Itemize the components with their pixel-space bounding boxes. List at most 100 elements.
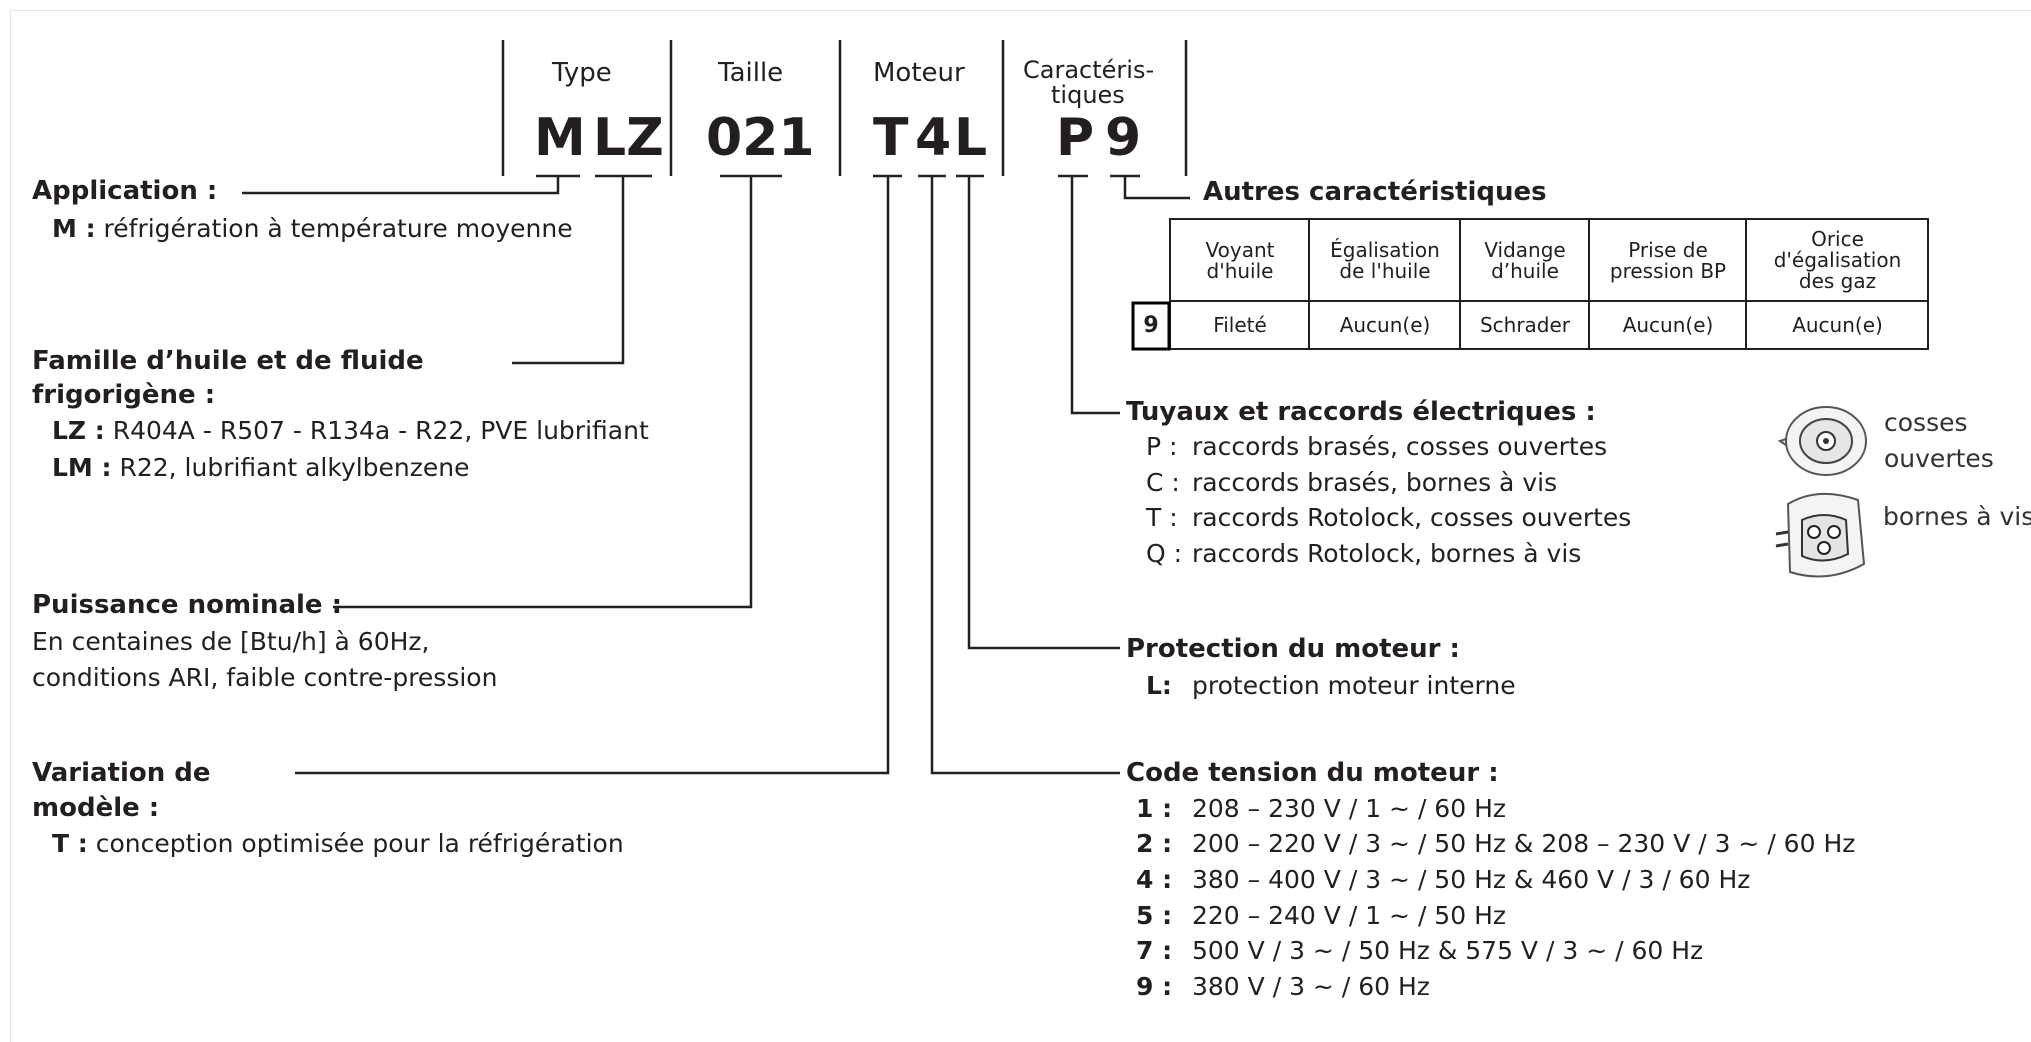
tuyaux-title: Tuyaux et raccords électriques : xyxy=(1126,397,1596,427)
tuyaux-item-p: P : raccords brasés, cosses ouvertes xyxy=(1146,434,1607,459)
table-header-prise-2: pression BP xyxy=(1609,258,1727,283)
code-p: P xyxy=(1056,108,1095,168)
tension-text-7: 500 V / 3 ~ / 50 Hz & 575 V / 3 ~ / 60 H… xyxy=(1192,936,1704,965)
famille-lm-key: LM : xyxy=(52,453,112,482)
table-header-voyant-2: d'huile xyxy=(1206,258,1274,283)
application-m-key: M : xyxy=(52,214,96,243)
table-header-vidange-1: Vidange xyxy=(1484,237,1566,262)
tuyaux-text-q: raccords Rotolock, bornes à vis xyxy=(1192,539,1582,568)
leader-autres xyxy=(1123,176,1190,200)
tuyaux-item-c: C : raccords brasés, bornes à vis xyxy=(1146,470,1557,495)
tuyaux-item-q: Q : raccords Rotolock, bornes à vis xyxy=(1146,541,1581,566)
table-cell-voyant: Fileté xyxy=(1213,313,1267,337)
code-t: T xyxy=(873,108,909,168)
bornes-a-vis-icon xyxy=(1775,492,1866,578)
bornes-label: bornes à vis xyxy=(1883,502,2031,531)
protection-title: Protection du moteur : xyxy=(1126,634,1460,664)
famille-lm-line: LM : R22, lubrifiant alkylbenzene xyxy=(52,455,470,480)
tension-text-4: 380 – 400 V / 3 ~ / 50 Hz & 460 V / 3 / … xyxy=(1192,865,1751,894)
table-header-egalisation-1: Égalisation xyxy=(1330,237,1440,262)
tension-text-5: 220 – 240 V / 1 ~ / 50 Hz xyxy=(1192,901,1506,930)
variation-t-key: T : xyxy=(52,829,88,858)
cosses-ouvertes-icon xyxy=(1777,406,1867,476)
leader-protection xyxy=(967,176,1120,650)
header-caract-label-1: Caractéris- xyxy=(1023,56,1155,84)
famille-lm-text: R22, lubrifiant alkylbenzene xyxy=(119,453,470,482)
application-m-line: M : réfrigération à température moyenne xyxy=(52,216,573,241)
code-9: 9 xyxy=(1105,108,1142,168)
famille-title-1: Famille d’huile et de fluide xyxy=(32,346,424,376)
tension-text-1: 208 – 230 V / 1 ~ / 60 Hz xyxy=(1192,794,1506,823)
famille-title-2: frigorigène : xyxy=(32,380,216,410)
table-header-orifice-1: Orice xyxy=(1811,227,1864,251)
tuyaux-text-p: raccords brasés, cosses ouvertes xyxy=(1192,432,1608,461)
puissance-title: Puissance nominale : xyxy=(32,590,343,620)
header-type-label: Type xyxy=(552,58,612,88)
table-header-prise-1: Prise de xyxy=(1628,237,1708,262)
tension-title: Code tension du moteur : xyxy=(1126,758,1499,788)
code-m: M xyxy=(534,108,586,168)
table-row-key-box xyxy=(1131,301,1171,351)
leader-puissance xyxy=(333,176,753,609)
table-cell-vidange: Schrader xyxy=(1479,313,1571,337)
application-title: Application : xyxy=(32,176,218,206)
code-lz: LZ xyxy=(593,108,664,168)
header-taille-label: Taille xyxy=(718,58,784,88)
frame-top-border xyxy=(10,10,2031,11)
puissance-line-2: conditions ARI, faible contre-pression xyxy=(32,663,498,692)
application-m-text: réfrigération à température moyenne xyxy=(103,214,573,243)
tension-item-9: 9 :380 V / 3 ~ / 60 Hz xyxy=(1136,974,1430,999)
protection-l-line: L:protection moteur interne xyxy=(1146,673,1516,698)
tension-key-5: 5 : xyxy=(1136,901,1173,930)
tension-text-2: 200 – 220 V / 3 ~ / 50 Hz & 208 – 230 V … xyxy=(1192,829,1856,858)
leader-tension xyxy=(930,176,1120,775)
tuyaux-item-t: T : raccords Rotolock, cosses ouvertes xyxy=(1146,505,1631,530)
tension-key-4: 4 : xyxy=(1136,865,1173,894)
table-grid xyxy=(1169,218,1929,350)
table-row-key: 9 xyxy=(1143,313,1159,339)
table-header-voyant-1: Voyant xyxy=(1205,237,1275,262)
frame-left-border xyxy=(10,10,11,1042)
tuyaux-text-c: raccords brasés, bornes à vis xyxy=(1192,468,1558,497)
code-4: 4 xyxy=(915,108,952,168)
tuyaux-key-t: T : xyxy=(1146,503,1178,532)
variation-title-1: Variation de xyxy=(32,758,211,788)
code-size: 021 xyxy=(706,108,815,168)
famille-lz-line: LZ : R404A - R507 - R134a - R22, PVE lub… xyxy=(52,418,649,443)
leader-tuyaux xyxy=(1070,176,1120,415)
table-header-orifice-2: d'égalisation xyxy=(1773,248,1902,272)
tension-item-4: 4 : 380 – 400 V / 3 ~ / 50 Hz & 460 V / 3… xyxy=(1136,867,1750,892)
tuyaux-key-p: P : xyxy=(1146,432,1178,461)
leader-application xyxy=(242,176,560,195)
tension-key-9: 9 : xyxy=(1136,972,1173,1001)
table-header-vidange-2: d’huile xyxy=(1491,258,1559,283)
table-cell-egalisation: Aucun(e) xyxy=(1339,313,1431,337)
tuyaux-key-q: Q : xyxy=(1146,539,1183,568)
tuyaux-key-c: C : xyxy=(1146,468,1180,497)
code-l: L xyxy=(954,108,988,168)
variation-title-2: modèle : xyxy=(32,793,160,823)
autres-title: Autres caractéristiques xyxy=(1203,177,1547,207)
table-cell-orifice: Aucun(e) xyxy=(1792,313,1883,337)
table-header-egalisation-2: de l'huile xyxy=(1339,258,1431,283)
famille-lz-text: R404A - R507 - R134a - R22, PVE lubrifia… xyxy=(112,416,649,445)
tension-key-7: 7 : xyxy=(1136,936,1173,965)
leader-variation xyxy=(295,176,890,775)
cosses-label-2: ouvertes xyxy=(1884,444,1994,473)
leader-famille xyxy=(512,176,625,365)
tension-key-2: 2 : xyxy=(1136,829,1173,858)
table-header-orifice-3: des gaz xyxy=(1798,269,1877,293)
tuyaux-text-t: raccords Rotolock, cosses ouvertes xyxy=(1192,503,1632,532)
tension-item-2: 2 : 200 – 220 V / 3 ~ / 50 Hz & 208 – 230… xyxy=(1136,831,1855,856)
tension-key-1: 1 : xyxy=(1136,794,1173,823)
famille-lz-key: LZ : xyxy=(52,416,105,445)
variation-t-text: conception optimisée pour la réfrigérati… xyxy=(95,829,624,858)
variation-t-line: T : conception optimisée pour la réfrigé… xyxy=(52,831,624,856)
